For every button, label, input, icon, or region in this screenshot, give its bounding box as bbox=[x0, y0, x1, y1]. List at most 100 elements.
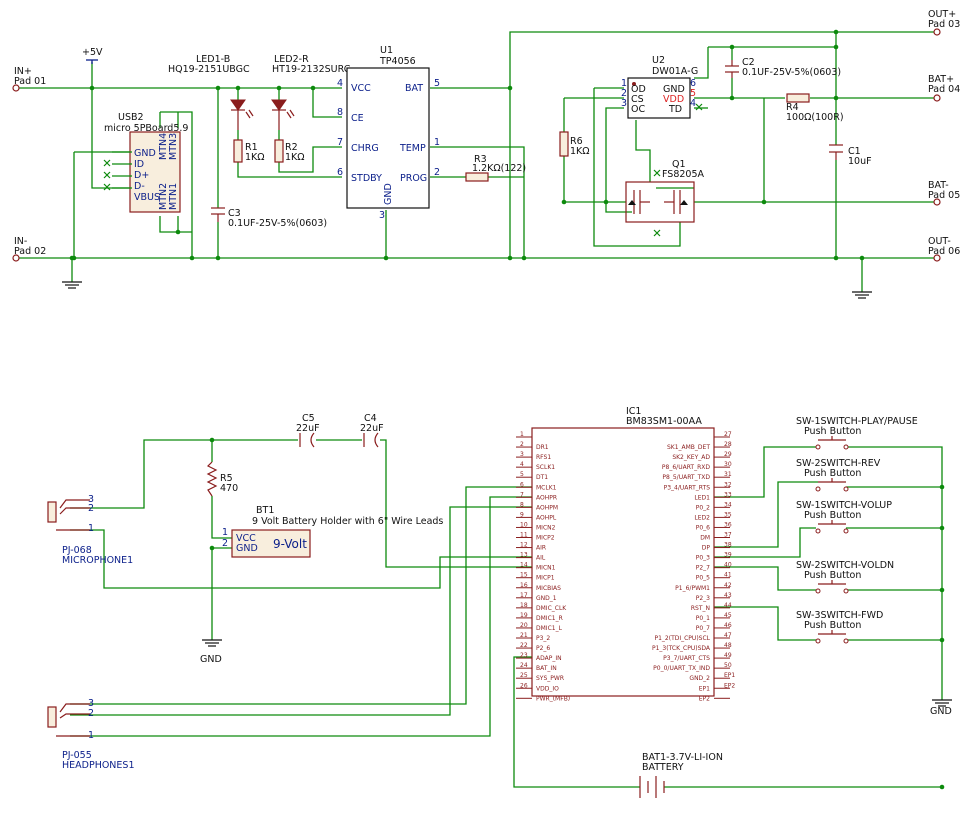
c1-value: 10uF bbox=[848, 156, 872, 167]
ic1-body bbox=[531, 427, 715, 697]
ground-symbol-bottom-left bbox=[202, 639, 222, 647]
ic1-left-pin-num: 9 bbox=[520, 511, 524, 518]
u2-pin-oc: OC bbox=[631, 104, 645, 115]
r1-body bbox=[233, 139, 243, 163]
u1-num-2: 2 bbox=[434, 167, 440, 178]
ic1-right-pin-name: DP bbox=[702, 545, 711, 552]
ic1-left-pin-num: 20 bbox=[520, 622, 528, 629]
u2-pin-od: OD bbox=[631, 84, 646, 95]
ic1-left-pin-name: DMIC1_R bbox=[536, 615, 563, 622]
plus5v-label: +5V bbox=[82, 47, 103, 58]
r2-body bbox=[274, 139, 284, 163]
ic1-left-pin-num: 18 bbox=[520, 602, 528, 609]
ic1-right-pin-num: 32 bbox=[724, 481, 732, 488]
bt1-body bbox=[231, 529, 311, 558]
ic1-right-pin-name: P0_7 bbox=[696, 625, 710, 632]
ic1-left-pin-name: SYS_PWR bbox=[536, 675, 564, 682]
battery-symbol bbox=[639, 776, 665, 798]
hp-pin-1: 1 bbox=[88, 730, 94, 741]
ic1-left-pin-num: 5 bbox=[520, 471, 524, 478]
c4-value: 22uF bbox=[360, 423, 384, 434]
in-plus-label: IN+ bbox=[14, 66, 32, 77]
usb2-value: micro 5PBoard5.9 bbox=[104, 123, 188, 134]
u1-num-8: 8 bbox=[337, 107, 343, 118]
c2-value: 0.1UF-25V-5%(0603) bbox=[742, 67, 841, 78]
ic1-left-pin-name: MCLK1 bbox=[536, 484, 557, 491]
ic1-value: BM83SM1-00AA bbox=[626, 416, 702, 427]
ic1-right-pin-num: 38 bbox=[724, 542, 732, 549]
ic1-left-pin-name: DT1 bbox=[536, 474, 548, 481]
ic1-right-pin-num: EP1 bbox=[724, 672, 735, 679]
ic1-right-pin-name: P1_2(TDI_CPU)SCL bbox=[654, 635, 710, 642]
ic1-left-pin-name: AIR bbox=[536, 545, 546, 552]
switch-ref: SW-3SWITCH-FWD bbox=[796, 610, 883, 621]
bt1-num-1: 1 bbox=[222, 527, 228, 538]
ic1-right-pin-num: 48 bbox=[724, 642, 732, 649]
c1-ref: C1 bbox=[848, 146, 861, 157]
u1-value: TP4056 bbox=[379, 56, 416, 67]
bt1-num-2: 2 bbox=[222, 538, 228, 549]
switch-value: Push Button bbox=[804, 468, 861, 479]
ic1-right-pin-num: 44 bbox=[724, 602, 732, 609]
gnd-right-label: GND bbox=[930, 706, 952, 717]
c5-ref: C5 bbox=[302, 413, 315, 424]
ic1-right-pin-name: RST_N bbox=[691, 605, 710, 612]
ic1-right-pin-name: P8_6/UART_RXD bbox=[662, 464, 710, 471]
pad06-label: Pad 06 bbox=[928, 246, 960, 257]
usb2-pin-vbus: VBUS bbox=[134, 192, 160, 203]
ic1-right-pin-num: 42 bbox=[724, 582, 732, 589]
c4-symbol bbox=[363, 432, 379, 448]
usb2-pin-mtn3: MTN3 bbox=[168, 133, 179, 160]
q1-nc-marks bbox=[653, 169, 661, 237]
ic1-left-pin-name: DMIC_CLK bbox=[536, 605, 567, 612]
q1-value: FS8205A bbox=[662, 169, 705, 180]
ic1-left-pin-name: GND_1 bbox=[536, 595, 557, 602]
ic1-right-pin-num: 29 bbox=[724, 451, 732, 458]
ic1-left-pin-num: 10 bbox=[520, 521, 528, 528]
bt1-ref: BT1 bbox=[256, 505, 274, 516]
led1-value: HQ19-2151UBGC bbox=[168, 64, 250, 75]
pad02-label: Pad 02 bbox=[14, 246, 46, 257]
led2-symbol bbox=[271, 99, 295, 130]
top-junctions bbox=[69, 29, 865, 261]
ic1-right-pin-name: P0_6 bbox=[696, 524, 710, 531]
ic1-left-pin-num: 26 bbox=[520, 682, 528, 689]
ic1-left-pin-name: BAT_IN bbox=[536, 665, 557, 672]
ic1-left-pin-num: 3 bbox=[520, 451, 524, 458]
mic-pin-3: 3 bbox=[88, 494, 94, 505]
ic1-right-pin-name: P8_5/UART_TXD bbox=[662, 474, 710, 481]
ic1-left-pin-num: 25 bbox=[520, 672, 528, 679]
ic1-right-pin-name: P0_2 bbox=[696, 504, 710, 511]
r3-body bbox=[465, 172, 489, 182]
pad05-label: Pad 05 bbox=[928, 190, 960, 201]
ic1-ref: IC1 bbox=[626, 406, 641, 417]
hp-pin-2: 2 bbox=[88, 708, 94, 719]
led1-ref: LED1-B bbox=[196, 54, 230, 65]
r1-ref: R1 bbox=[245, 142, 258, 153]
hp-pin-3: 3 bbox=[88, 698, 94, 709]
u2-num-4: 4 bbox=[690, 98, 696, 109]
bt1-value: 9 Volt Battery Holder with 6" Wire Leads bbox=[252, 516, 443, 527]
bat-minus-label: BAT- bbox=[928, 180, 949, 191]
u1-pin-prog: PROG bbox=[400, 173, 427, 184]
headphones-jack bbox=[47, 703, 90, 737]
ic1-right-pin-name: P1_3(TCK_CPU)SDA bbox=[652, 645, 711, 652]
r5-value: 470 bbox=[220, 483, 238, 494]
ic1-right-pin-num: 27 bbox=[724, 431, 732, 438]
c4-ref: C4 bbox=[364, 413, 377, 424]
switch-ref: SW-2SWITCH-REV bbox=[796, 458, 881, 469]
u1-pin-temp: TEMP bbox=[399, 143, 426, 154]
r1-value: 1KΩ bbox=[245, 152, 265, 163]
ic1-right-pin-num: 40 bbox=[724, 562, 732, 569]
ic1-left-pin-name: MICN2 bbox=[536, 524, 556, 531]
u2-num-2: 2 bbox=[621, 88, 627, 99]
switch-ref: SW-2SWITCH-VOLDN bbox=[796, 560, 894, 571]
u1-ref: U1 bbox=[380, 45, 393, 56]
microphone-jack bbox=[47, 499, 90, 531]
ground-symbol-top-right bbox=[852, 291, 872, 299]
u2-num-6: 6 bbox=[690, 78, 696, 89]
ic1-left-pin-num: 14 bbox=[520, 562, 528, 569]
